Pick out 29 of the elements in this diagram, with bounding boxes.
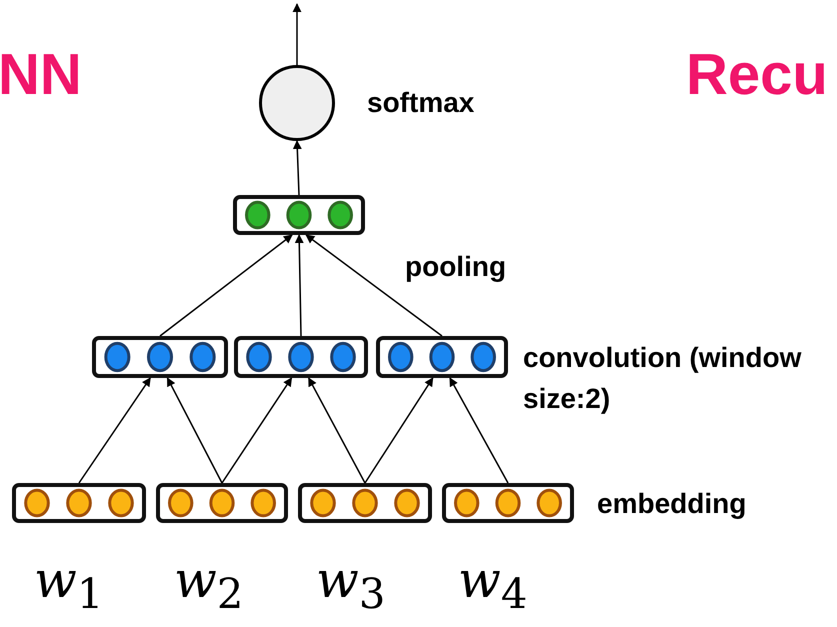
vector-box [442,483,574,523]
layer-label: pooling [405,250,506,284]
vector-box [92,336,228,378]
vector-box [376,336,508,378]
word-symbol: w$_{4}$ [458,550,528,619]
vector-box [233,195,365,235]
arrow [364,377,434,484]
word-symbol: w$_{3}$ [316,550,386,619]
arrow [292,3,302,65]
arrow [78,377,151,484]
arrow [160,234,293,337]
arrow [221,377,292,484]
arrow [294,234,304,336]
layer-label: convolution (window size:2) [523,341,802,416]
vector-box [12,483,146,523]
vector-box [156,483,288,523]
arrow [166,377,223,484]
title-text: Recu [686,41,828,109]
title-text: NN [0,41,82,109]
layer-label: softmax [367,86,474,120]
vector-box [234,336,368,378]
arrow [292,140,302,196]
word-symbol: w$_{2}$ [174,550,244,619]
arrow [305,234,442,337]
arrow [308,377,366,484]
arrow [449,377,509,484]
layer-label: embedding [597,487,746,521]
vector-box [298,483,432,523]
word-symbol: w$_{1}$ [34,550,104,619]
